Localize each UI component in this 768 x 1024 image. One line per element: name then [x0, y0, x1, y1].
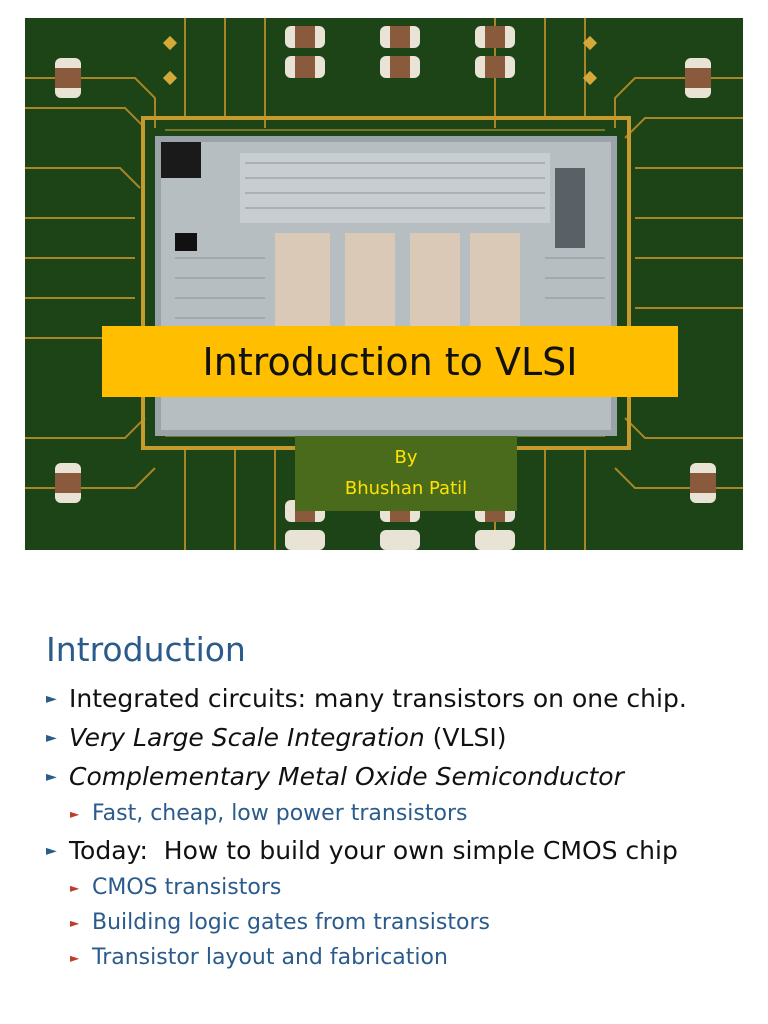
bullet-text: Today: How to build your own simple CMOS…	[69, 836, 678, 865]
bullet-suffix-text: (VLSI)	[424, 723, 507, 752]
title-banner: Introduction to VLSI	[102, 326, 678, 397]
sub-bullet-arrow-icon: ►	[70, 807, 80, 821]
sub-bullet-arrow-icon: ►	[70, 881, 80, 895]
bullet-list: ► Integrated circuits: many transistors …	[0, 682, 768, 978]
content-slide: Introduction ► Integrated circuits: many…	[0, 620, 768, 1024]
sub-bullet-text: Building logic gates from transistors	[92, 910, 490, 935]
sub-bullet-text: CMOS transistors	[92, 875, 282, 900]
byline-by: By	[394, 447, 418, 468]
section-title: Introduction	[46, 630, 246, 669]
title-slide: Introduction to VLSI By Bhushan Patil	[25, 18, 743, 550]
sub-bullet-arrow-icon: ►	[70, 916, 80, 930]
sub-bullet-text: Transistor layout and fabrication	[92, 945, 448, 970]
list-item: ► Very Large Scale Integration (VLSI)	[0, 721, 768, 755]
sub-list-item: ► Building logic gates from transistors	[0, 908, 768, 938]
sub-list-item: ► Transistor layout and fabrication	[0, 943, 768, 973]
list-item: ► Integrated circuits: many transistors …	[0, 682, 768, 716]
bullet-arrow-icon: ►	[46, 843, 57, 859]
bullet-arrow-icon: ►	[46, 730, 57, 746]
sub-list-item: ► Fast, cheap, low power transistors	[0, 799, 768, 829]
bullet-italic-text: Very Large Scale Integration	[69, 723, 425, 752]
slide-title: Introduction to VLSI	[202, 339, 578, 384]
sub-bullet-text: Fast, cheap, low power transistors	[92, 801, 468, 826]
sub-list-item: ► CMOS transistors	[0, 873, 768, 903]
sub-bullet-arrow-icon: ►	[70, 951, 80, 965]
author-box: By Bhushan Patil	[295, 436, 517, 511]
author-name: Bhushan Patil	[344, 478, 468, 499]
bullet-arrow-icon: ►	[46, 769, 57, 785]
bullet-text: Integrated circuits: many transistors on…	[69, 684, 687, 713]
list-item: ► Complementary Metal Oxide Semiconducto…	[0, 760, 768, 794]
list-item: ► Today: How to build your own simple CM…	[0, 834, 768, 868]
bullet-arrow-icon: ►	[46, 691, 57, 707]
bullet-italic-text: Complementary Metal Oxide Semiconductor	[69, 762, 624, 791]
